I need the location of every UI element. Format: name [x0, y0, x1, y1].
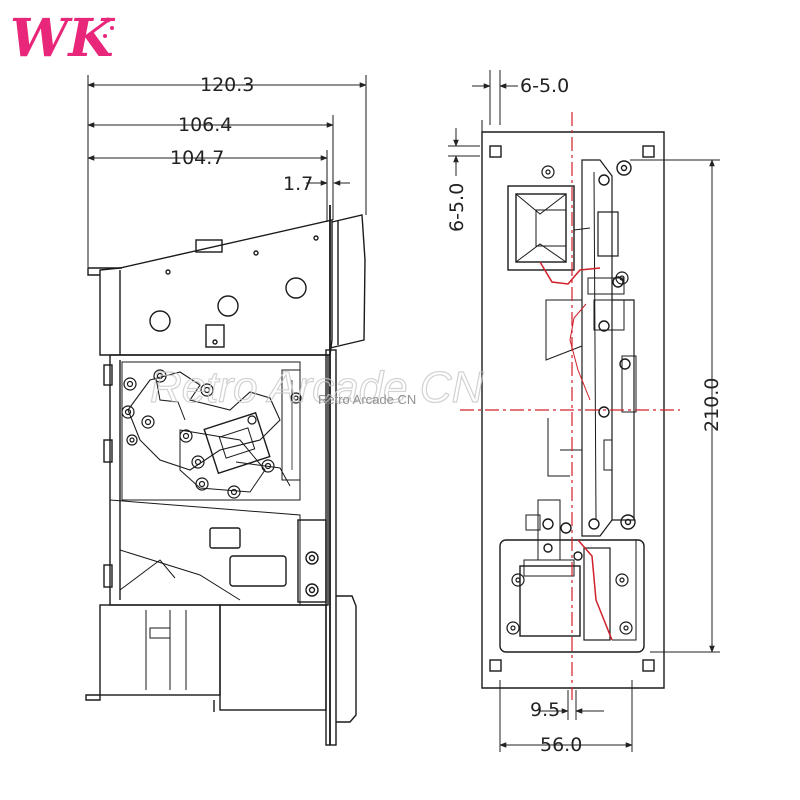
front-view — [481, 120, 665, 689]
side-view — [85, 75, 367, 746]
dim-lip: 1.7 — [283, 173, 313, 195]
dim-slot-offset: 9.5 — [530, 699, 560, 721]
dim-width: 56.0 — [540, 734, 582, 756]
watermark: Retro Arcade CN Retro Arcade CN — [149, 362, 484, 412]
side-view-dimensions: 120.3 106.4 104.7 1.7 — [87, 74, 367, 195]
dim-mid-width: 106.4 — [178, 114, 232, 136]
dim-height: 210.0 — [701, 378, 723, 432]
brand-logo: WK — [10, 8, 115, 66]
dim-inner-width: 104.7 — [170, 147, 224, 169]
watermark-small: Retro Arcade CN — [318, 392, 416, 407]
centerlines — [460, 112, 680, 700]
dim-top-offset: 6-5.0 — [520, 75, 569, 97]
logo-text: WK — [10, 8, 115, 66]
logo-dots — [103, 17, 114, 38]
watermark-large: Retro Arcade CN — [150, 363, 484, 412]
dim-side-offset: 6-5.0 — [446, 183, 468, 232]
front-view-dimensions: 6-5.0 6-5.0 210.0 9.5 56.0 — [446, 70, 723, 756]
dim-overall-width: 120.3 — [200, 74, 254, 96]
